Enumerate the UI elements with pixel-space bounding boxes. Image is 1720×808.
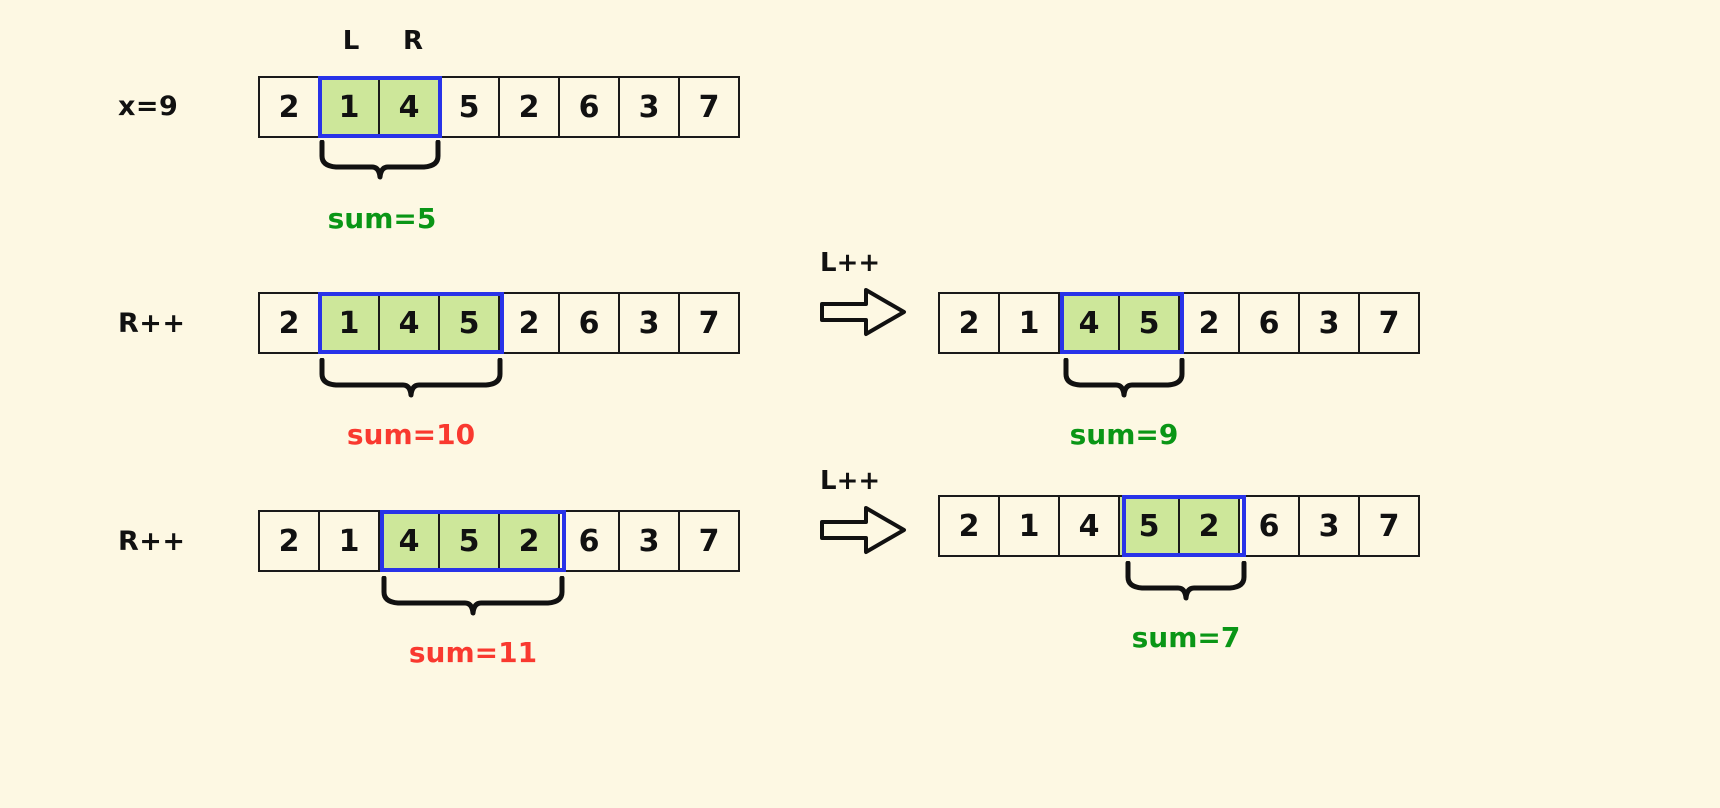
array-cell[interactable]: 5 <box>438 292 500 354</box>
row-1-label-text: x=9 <box>118 90 179 122</box>
array-cell[interactable]: 7 <box>678 76 740 138</box>
array-cell[interactable]: 5 <box>438 76 500 138</box>
sum-label: sum=11 <box>408 636 538 669</box>
array-cell[interactable]: 4 <box>378 510 440 572</box>
arrow-label: L++ <box>820 248 881 278</box>
window-brace <box>318 140 442 180</box>
array-cell[interactable]: 2 <box>1178 292 1240 354</box>
array-cell[interactable]: 2 <box>498 292 560 354</box>
row-label-2: R++ <box>118 303 186 343</box>
array-cell[interactable]: 7 <box>678 510 740 572</box>
array-cell[interactable]: 6 <box>558 510 620 572</box>
arrow-label: L++ <box>820 466 881 496</box>
array-cell[interactable]: 4 <box>378 76 440 138</box>
pointer-label-R: R <box>402 26 424 56</box>
array-cell[interactable]: 2 <box>258 76 320 138</box>
window-brace <box>1124 561 1248 601</box>
right-arrow-outline-icon <box>820 284 908 340</box>
array-row-3-left: 2 1 4 5 2 6 3 7 <box>258 510 740 572</box>
array-cell[interactable]: 3 <box>618 292 680 354</box>
array-cell[interactable]: 1 <box>318 292 380 354</box>
window-brace <box>380 576 566 616</box>
array-cells: 2 1 4 5 2 6 3 7 <box>938 292 1420 354</box>
array-cell[interactable]: 6 <box>558 292 620 354</box>
array-cell[interactable]: 1 <box>318 76 380 138</box>
array-cell[interactable]: 3 <box>618 510 680 572</box>
array-cell[interactable]: 2 <box>498 76 560 138</box>
sum-label: sum=10 <box>346 418 476 451</box>
sum-label: sum=9 <box>1069 418 1179 451</box>
array-cell[interactable]: 4 <box>378 292 440 354</box>
array-cell[interactable]: 1 <box>998 292 1060 354</box>
array-cells: 2 1 4 5 2 6 3 7 <box>938 495 1420 557</box>
row-label-1: x=9 <box>118 86 178 126</box>
array-cell[interactable]: 7 <box>678 292 740 354</box>
window-brace <box>1062 358 1186 398</box>
row-2-label-text: R++ <box>118 307 186 339</box>
array-cell[interactable]: 6 <box>558 76 620 138</box>
array-row-3-right: 2 1 4 5 2 6 3 7 <box>938 495 1420 557</box>
array-row-1-left: 2 1 4 5 2 6 3 7 <box>258 76 740 138</box>
array-cell[interactable]: 6 <box>1238 495 1300 557</box>
array-cells: 2 1 4 5 2 6 3 7 <box>258 510 740 572</box>
array-cell[interactable]: 6 <box>1238 292 1300 354</box>
array-cell[interactable]: 2 <box>1178 495 1240 557</box>
array-cell[interactable]: 1 <box>998 495 1060 557</box>
array-cells: 2 1 4 5 2 6 3 7 <box>258 292 740 354</box>
sum-label: sum=5 <box>327 202 437 235</box>
array-cells: 2 1 4 5 2 6 3 7 <box>258 76 740 138</box>
array-cell[interactable]: 3 <box>618 76 680 138</box>
array-cell[interactable]: 5 <box>1118 292 1180 354</box>
array-cell[interactable]: 5 <box>438 510 500 572</box>
array-cell[interactable]: 7 <box>1358 292 1420 354</box>
array-cell[interactable]: 3 <box>1298 292 1360 354</box>
array-row-2-right: 2 1 4 5 2 6 3 7 <box>938 292 1420 354</box>
array-cell[interactable]: 4 <box>1058 292 1120 354</box>
array-cell[interactable]: 7 <box>1358 495 1420 557</box>
window-brace <box>318 358 504 398</box>
array-cell[interactable]: 4 <box>1058 495 1120 557</box>
array-cell[interactable]: 2 <box>938 292 1000 354</box>
array-cell[interactable]: 1 <box>318 510 380 572</box>
row-3-label-text: R++ <box>118 525 186 557</box>
array-cell[interactable]: 5 <box>1118 495 1180 557</box>
sum-label: sum=7 <box>1131 621 1241 654</box>
array-cell[interactable]: 2 <box>938 495 1000 557</box>
row-label-3: R++ <box>118 521 186 561</box>
array-cell[interactable]: 2 <box>258 510 320 572</box>
array-cell[interactable]: 2 <box>498 510 560 572</box>
transition-arrow-row-3: L++ <box>820 466 908 558</box>
pointer-label-L: L <box>342 26 360 56</box>
array-cell[interactable]: 2 <box>258 292 320 354</box>
array-row-2-left: 2 1 4 5 2 6 3 7 <box>258 292 740 354</box>
right-arrow-outline-icon <box>820 502 908 558</box>
array-cell[interactable]: 3 <box>1298 495 1360 557</box>
transition-arrow-row-2: L++ <box>820 248 908 340</box>
